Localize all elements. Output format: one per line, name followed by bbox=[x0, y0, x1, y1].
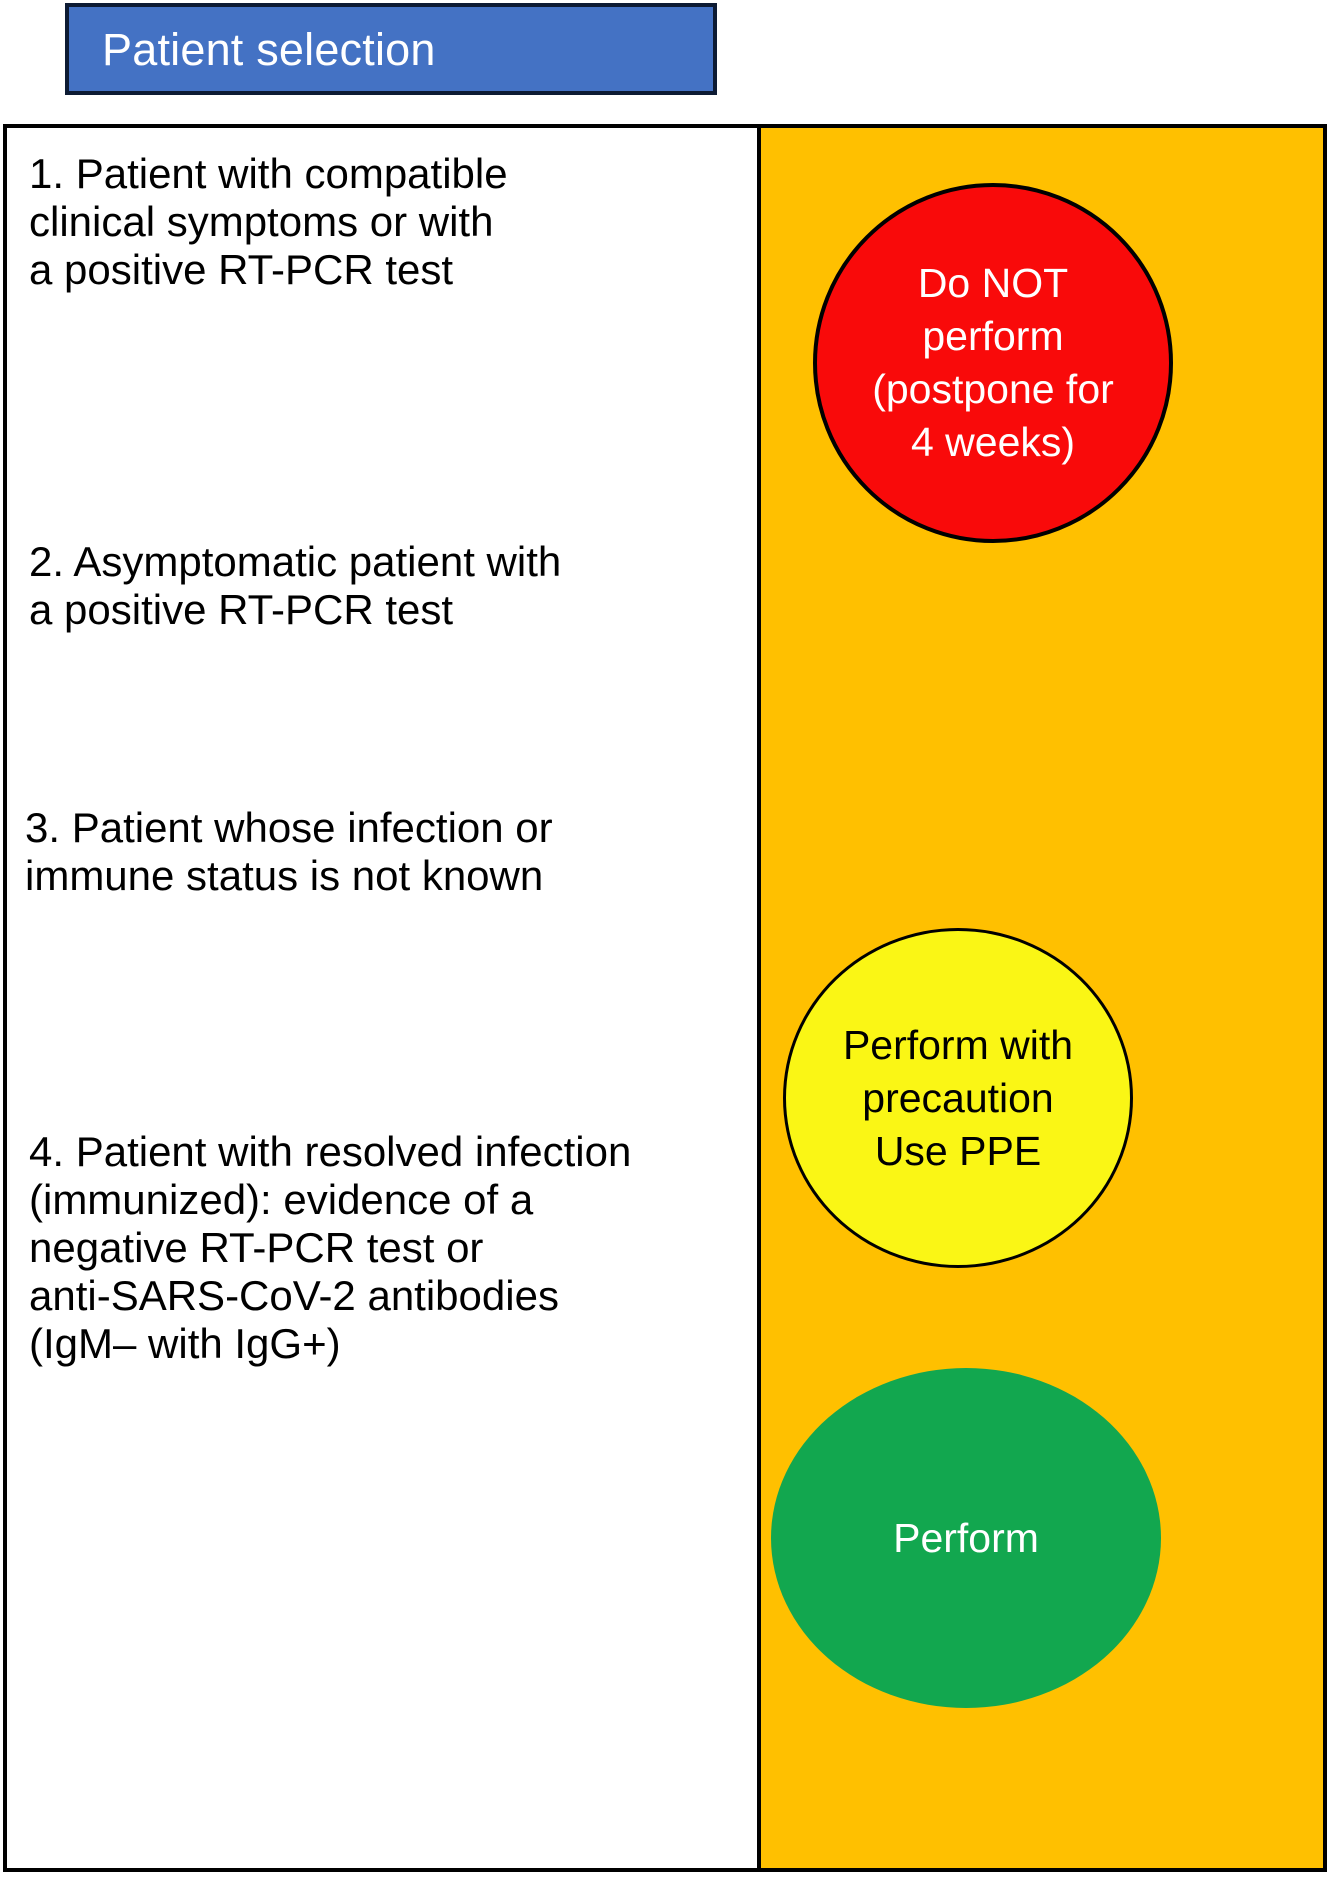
criteria-column: 1. Patient with compatible clinical symp… bbox=[7, 128, 757, 1868]
criterion-item-3: 3. Patient whose infection or immune sta… bbox=[25, 804, 553, 899]
criterion-item-4: 4. Patient with resolved infection (immu… bbox=[29, 1128, 632, 1367]
column-divider bbox=[757, 128, 761, 1868]
decision-circle-perform: Perform bbox=[771, 1368, 1161, 1708]
header-banner: Patient selection bbox=[65, 3, 717, 95]
criterion-item-2: 2. Asymptomatic patient with a positive … bbox=[29, 538, 562, 633]
decision-label-red: Do NOT perform (postpone for 4 weeks) bbox=[872, 260, 1114, 465]
decision-label-green: Perform bbox=[893, 1514, 1039, 1561]
decision-circle-do-not-perform: Do NOT perform (postpone for 4 weeks) bbox=[813, 183, 1173, 543]
decision-table: 1. Patient with compatible clinical symp… bbox=[3, 124, 1327, 1872]
page-title: Patient selection bbox=[102, 23, 436, 75]
criterion-item-1: 1. Patient with compatible clinical symp… bbox=[29, 150, 508, 293]
decision-column: Do NOT perform (postpone for 4 weeks) Pe… bbox=[761, 128, 1323, 1868]
decision-circle-perform-with-precaution: Perform with precaution Use PPE bbox=[783, 928, 1133, 1268]
decision-label-yellow: Perform with precaution Use PPE bbox=[842, 1021, 1074, 1174]
